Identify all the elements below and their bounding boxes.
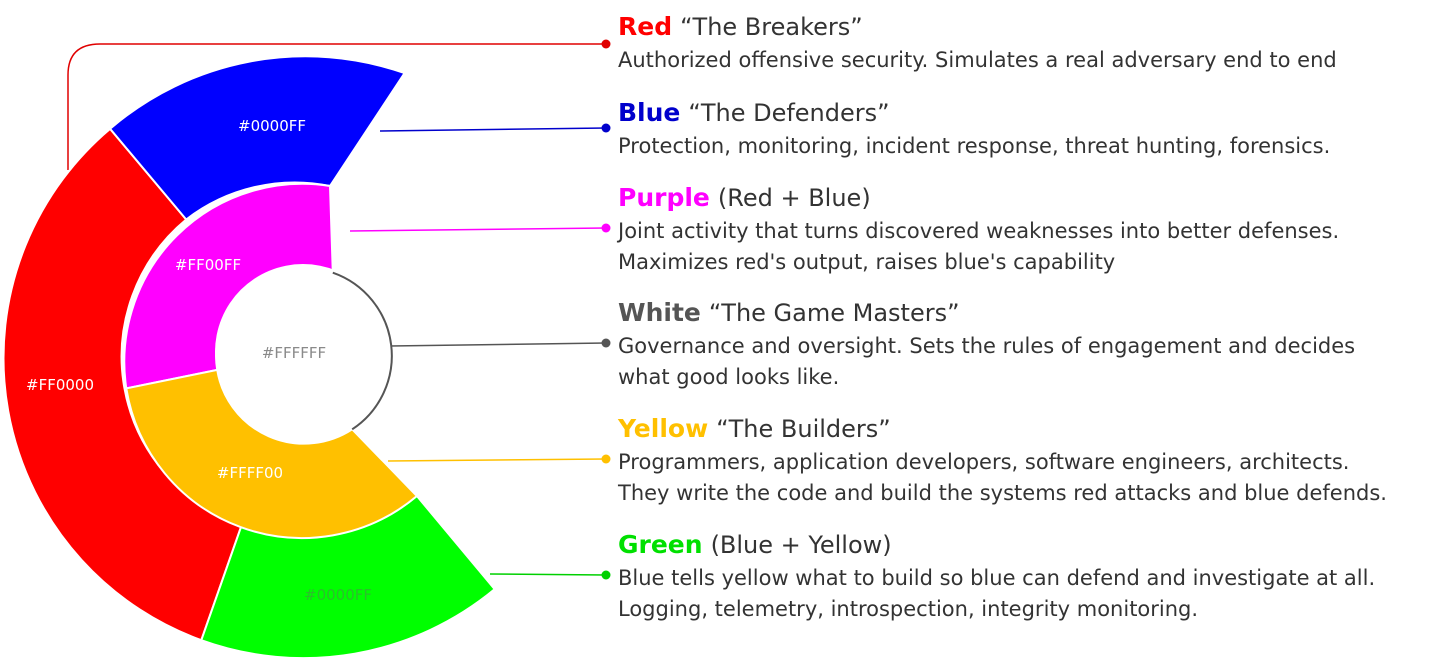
team-description-white: Governance and oversight. Sets the rules…	[618, 331, 1418, 393]
team-entry-yellow: Yellow“The Builders” Programmers, applic…	[618, 414, 1418, 509]
team-description-line: Programmers, application developers, sof…	[618, 450, 1350, 474]
segment-yellow	[125, 368, 419, 540]
connector-dot-blue	[601, 123, 611, 133]
segment-red	[2, 127, 243, 642]
connector-purple	[349, 227, 607, 232]
connector-blue	[379, 127, 607, 132]
segment-label-green: #0000FF	[304, 586, 372, 604]
team-subtitle-yellow: “The Builders”	[716, 415, 891, 443]
connector-dot-purple	[601, 223, 611, 233]
segment-white	[215, 264, 391, 440]
team-description-line: They write the code and build the system…	[618, 481, 1387, 505]
team-name-white: White	[618, 298, 701, 327]
team-description-purple: Joint activity that turns discovered wea…	[618, 216, 1418, 278]
team-heading: Green(Blue + Yellow)	[618, 530, 1418, 560]
connector-dot-red	[601, 39, 611, 49]
team-name-purple: Purple	[618, 183, 710, 212]
team-heading: Blue“The Defenders”	[618, 98, 1418, 128]
team-description-line: Joint activity that turns discovered wea…	[618, 219, 1340, 243]
team-subtitle-white: “The Game Masters”	[708, 299, 960, 327]
team-name-blue: Blue	[618, 98, 681, 127]
connector-dot-white	[601, 338, 611, 348]
team-entry-blue: Blue“The Defenders” Protection, monitori…	[618, 98, 1418, 162]
team-entry-red: Red“The Breakers” Authorized offensive s…	[618, 12, 1418, 76]
team-subtitle-blue: “The Defenders”	[688, 99, 890, 127]
team-entry-green: Green(Blue + Yellow) Blue tells yellow w…	[618, 530, 1418, 625]
segment-label-blue: #0000FF	[238, 117, 306, 135]
team-subtitle-green: (Blue + Yellow)	[710, 531, 892, 559]
team-heading: Purple(Red + Blue)	[618, 183, 1418, 213]
team-description-blue: Protection, monitoring, incident respons…	[618, 134, 1331, 158]
connector-red	[67, 43, 606, 170]
team-name-yellow: Yellow	[618, 414, 709, 443]
team-subtitle-purple: (Red + Blue)	[717, 184, 871, 212]
team-entry-purple: Purple(Red + Blue) Joint activity that t…	[618, 183, 1418, 278]
segment-blue	[108, 55, 407, 221]
team-description-line: Governance and oversight. Sets the rules…	[618, 334, 1356, 358]
segment-label-yellow: #FFFF00	[217, 464, 283, 482]
team-description-line: Maximizes red's output, raises blue's ca…	[618, 250, 1116, 274]
team-heading: Yellow“The Builders”	[618, 414, 1418, 444]
segment-white-outline	[332, 271, 393, 431]
segment-label-white: #FFFFFF	[262, 344, 326, 362]
team-description-yellow: Programmers, application developers, sof…	[618, 447, 1418, 509]
team-name-green: Green	[618, 530, 703, 559]
team-description-line: Blue tells yellow what to build so blue …	[618, 566, 1376, 590]
team-entry-white: White“The Game Masters” Governance and o…	[618, 298, 1418, 393]
team-heading: Red“The Breakers”	[618, 12, 1418, 42]
team-subtitle-red: “The Breakers”	[680, 13, 863, 41]
team-description-line: what good looks like.	[618, 365, 840, 389]
team-description-red: Authorized offensive security. Simulates…	[618, 48, 1337, 72]
connector-green	[489, 573, 607, 576]
connector-white	[389, 342, 607, 347]
team-description-line: Logging, telemetry, introspection, integ…	[618, 597, 1199, 621]
team-name-red: Red	[618, 12, 673, 41]
connector-dot-green	[601, 570, 611, 580]
team-heading: White“The Game Masters”	[618, 298, 1418, 328]
connector-yellow	[387, 458, 607, 462]
segment-label-purple: #FF00FF	[175, 256, 241, 274]
segment-label-red: #FF0000	[26, 376, 94, 394]
connector-dot-yellow	[601, 454, 611, 464]
team-description-green: Blue tells yellow what to build so blue …	[618, 563, 1418, 625]
